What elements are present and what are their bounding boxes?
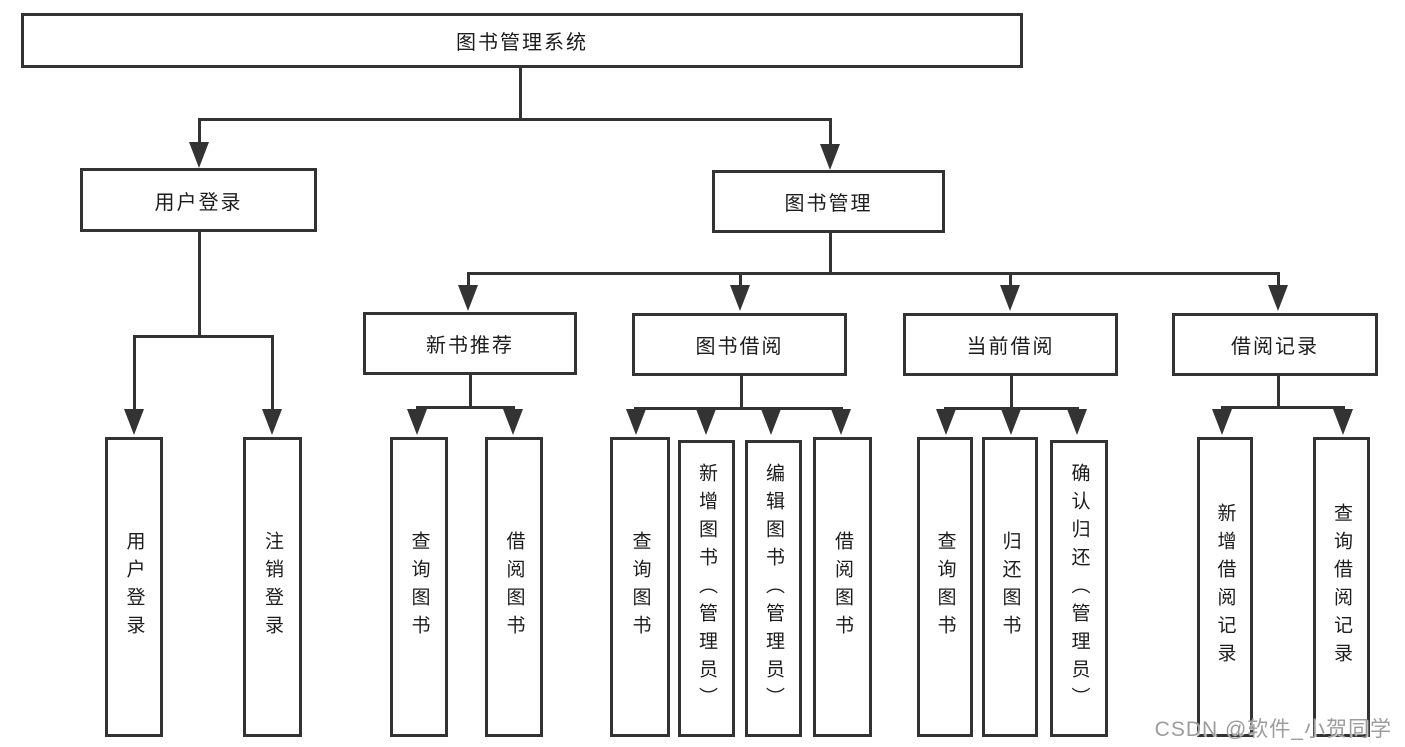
arrow-down-icon	[1067, 409, 1087, 435]
leaf-add-book-admin: 新增图书（管理员）	[678, 440, 735, 737]
arrow-down-icon	[124, 409, 144, 435]
connector-root-stem	[519, 68, 522, 120]
connector-login-stem	[198, 232, 201, 338]
connector-borrow-stem	[740, 376, 743, 409]
connector-rec-rail	[416, 406, 515, 409]
leaf-logout: 注销登录	[243, 437, 302, 737]
arrow-down-icon	[458, 285, 478, 311]
connector-current-stem	[1010, 376, 1013, 409]
leaf-borrow-books-borrow: 借阅图书	[813, 437, 872, 737]
leaf-query-books-borrow: 查询图书	[610, 437, 670, 737]
arrow-down-icon	[831, 409, 851, 435]
leaf-confirm-return-admin: 确认归还（管理员）	[1050, 440, 1108, 737]
connector-current-rail	[944, 407, 1079, 410]
node-borrow-records: 借阅记录	[1172, 313, 1378, 376]
arrow-down-icon	[189, 142, 209, 168]
arrow-down-icon	[626, 409, 646, 435]
leaf-add-borrow-record: 新增借阅记录	[1197, 437, 1253, 737]
connector-mgmt-stem	[829, 233, 832, 274]
connector-to-new-book-rec	[467, 272, 470, 287]
node-book-mgmt: 图书管理	[712, 170, 945, 233]
connector-borrow-rail	[634, 407, 843, 410]
leaf-borrow-books-rec: 借阅图书	[485, 437, 543, 737]
connector-to-leaf-user-login	[133, 335, 136, 411]
csdn-watermark: CSDN @软件_小贺同学	[1154, 718, 1392, 741]
connector-records-rail	[1221, 406, 1345, 409]
arrow-down-icon	[761, 409, 781, 435]
connector-to-current-borrow	[1009, 272, 1012, 287]
connector-to-borrow-records	[1277, 272, 1280, 287]
arrow-down-icon	[1001, 409, 1021, 435]
node-book-borrow: 图书借阅	[632, 313, 847, 376]
connector-to-book-borrow	[739, 272, 742, 287]
node-user-login: 用户登录	[80, 168, 317, 232]
leaf-query-books-current: 查询图书	[917, 437, 973, 737]
arrow-down-icon	[1000, 285, 1020, 311]
connector-to-leaf-logout	[271, 335, 274, 411]
leaf-query-borrow-record: 查询借阅记录	[1313, 437, 1370, 737]
connector-rec-stem	[469, 375, 472, 408]
connector-to-book-mgmt	[829, 118, 832, 145]
arrow-down-icon	[407, 409, 427, 435]
arrow-down-icon	[1212, 409, 1232, 435]
connector-records-stem	[1277, 376, 1280, 408]
arrow-down-icon	[820, 144, 840, 170]
arrow-down-icon	[730, 285, 750, 311]
node-current-borrow: 当前借阅	[903, 313, 1118, 376]
node-new-book-rec: 新书推荐	[363, 312, 577, 375]
arrow-down-icon	[696, 409, 716, 435]
connector-level2-rail	[467, 272, 1280, 275]
arrow-down-icon	[1333, 409, 1353, 435]
connector-level1-rail	[198, 118, 832, 121]
connector-to-user-login	[198, 118, 201, 144]
leaf-user-login: 用户登录	[105, 437, 163, 737]
arrow-down-icon	[936, 409, 956, 435]
arrow-down-icon	[262, 409, 282, 435]
leaf-edit-book-admin: 编辑图书（管理员）	[745, 440, 802, 737]
connector-login-rail	[133, 335, 274, 338]
leaf-return-book: 归还图书	[982, 437, 1038, 737]
arrow-down-icon	[503, 409, 523, 435]
leaf-query-books-rec: 查询图书	[390, 437, 448, 737]
node-root: 图书管理系统	[21, 13, 1023, 68]
arrow-down-icon	[1268, 285, 1288, 311]
